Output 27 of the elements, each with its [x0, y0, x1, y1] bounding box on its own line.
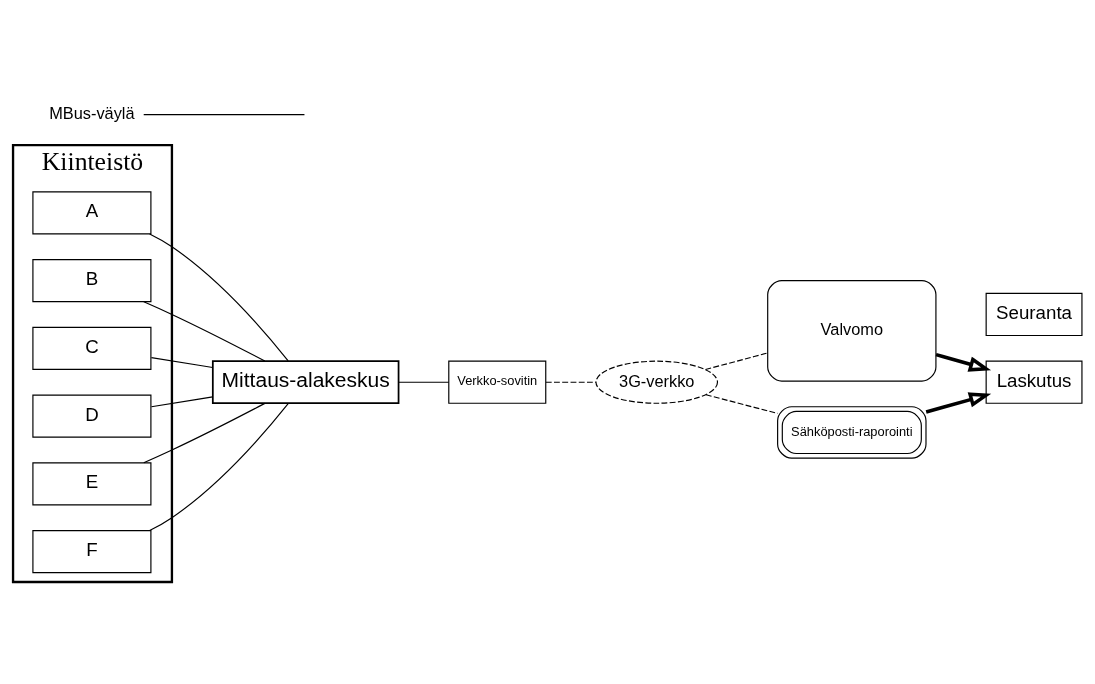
- arrow: [935, 352, 992, 372]
- connector: [398, 381, 450, 383]
- node-text: MBus-väylä: [49, 103, 135, 122]
- connector: [149, 402, 289, 531]
- connector: [705, 393, 779, 414]
- node-box: D: [32, 394, 152, 438]
- node-box: Verkko-sovitin: [448, 360, 547, 404]
- connector: [143, 402, 266, 463]
- connector: [545, 381, 597, 383]
- connector: [143, 113, 306, 115]
- connector: [150, 395, 214, 407]
- node-box: E: [32, 461, 152, 505]
- node-box: C: [32, 326, 152, 370]
- connector: [143, 300, 266, 362]
- connector: [149, 232, 289, 361]
- node-box: Laskutus: [985, 360, 1083, 404]
- node-box: Sähköposti-raporointi: [777, 405, 927, 459]
- connector: [150, 356, 214, 368]
- node-box: Seuranta: [985, 292, 1083, 336]
- node-box: Valvomo: [767, 279, 937, 382]
- arrow: [925, 391, 992, 414]
- node-ellipse: 3G-verkko: [595, 360, 719, 404]
- node-box: F: [32, 529, 152, 573]
- connector: [704, 351, 769, 370]
- node-box: A: [32, 190, 152, 234]
- node-box: Mittaus-alakeskus: [211, 359, 400, 404]
- node-box: B: [32, 258, 152, 302]
